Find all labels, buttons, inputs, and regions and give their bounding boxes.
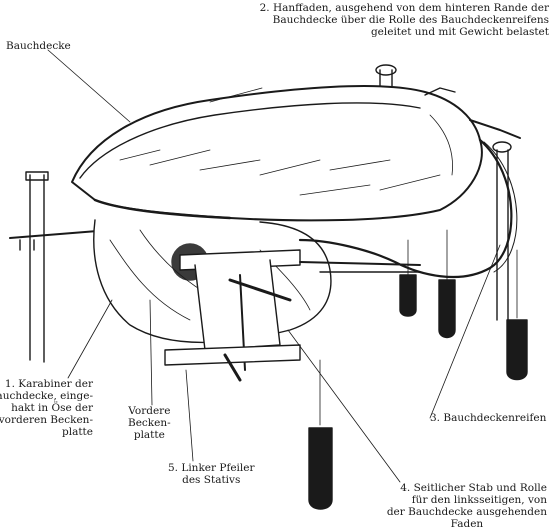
label-seitlicher-line-4: Faden: [450, 518, 484, 530]
label-linker-pfeiler: 5. Linker Pfeiler des Stativs: [168, 462, 255, 486]
weight-3: [506, 249, 528, 381]
label-seitlicher-line-3: der Bauchdecke ausgehenden: [386, 506, 547, 518]
label-pfeiler-line-2: des Stativs: [182, 474, 241, 486]
label-karabiner-line-4: vorderen Becken-: [0, 414, 93, 426]
label-karabiner-line-5: platte: [62, 426, 93, 438]
weight-2: [438, 229, 456, 339]
label-bauchdeckenreifen: 3. Bauchdeckenreifen: [430, 412, 547, 424]
label-seitlicher-line-2: für den linksseitigen, von: [411, 494, 547, 506]
label-hanffaden-line-2: Bauchdecke über die Rolle des Bauchdecke…: [272, 14, 549, 26]
weight-4: [308, 359, 333, 510]
label-vordere-line-1: Vordere: [128, 405, 171, 417]
side-rods: [299, 87, 521, 273]
label-karabiner: 1. Karabiner der Bauchdecke, einge- hakt…: [0, 378, 93, 438]
label-karabiner-line-3: hakt in Öse der: [11, 402, 93, 414]
label-hanffaden-line-3: geleitet und mit Gewicht belastet: [370, 26, 549, 38]
label-pfeiler-line-1: 5. Linker Pfeiler: [168, 462, 255, 474]
label-hanffaden: 2. Hanffaden, ausgehend von dem hinteren…: [260, 2, 549, 38]
label-vordere-line-2: Becken-: [128, 417, 171, 429]
label-karabiner-line-2: Bauchdecke, einge-: [0, 390, 93, 402]
label-bauchdecke: Bauchdecke: [6, 40, 71, 52]
stand-clamp: [164, 249, 301, 382]
label-vordere-line-3: platte: [133, 429, 165, 441]
bauchdecke-cover: [71, 85, 483, 222]
leader-lines: [47, 49, 501, 483]
label-hanffaden-line-1: 2. Hanffaden, ausgehend von dem hinteren…: [259, 2, 549, 14]
bauchdeckenreifen-hoop: [298, 138, 518, 279]
weight-1: [399, 239, 417, 317]
label-seitlicher-line-1: 4. Seitlicher Stab und Rolle: [400, 482, 547, 494]
label-seitlicher-stab: 4. Seitlicher Stab und Rolle für den lin…: [387, 482, 547, 530]
label-vordere-beckenplatte: Vordere Becken- platte: [128, 405, 171, 441]
label-karabiner-line-1: 1. Karabiner der: [4, 378, 93, 390]
